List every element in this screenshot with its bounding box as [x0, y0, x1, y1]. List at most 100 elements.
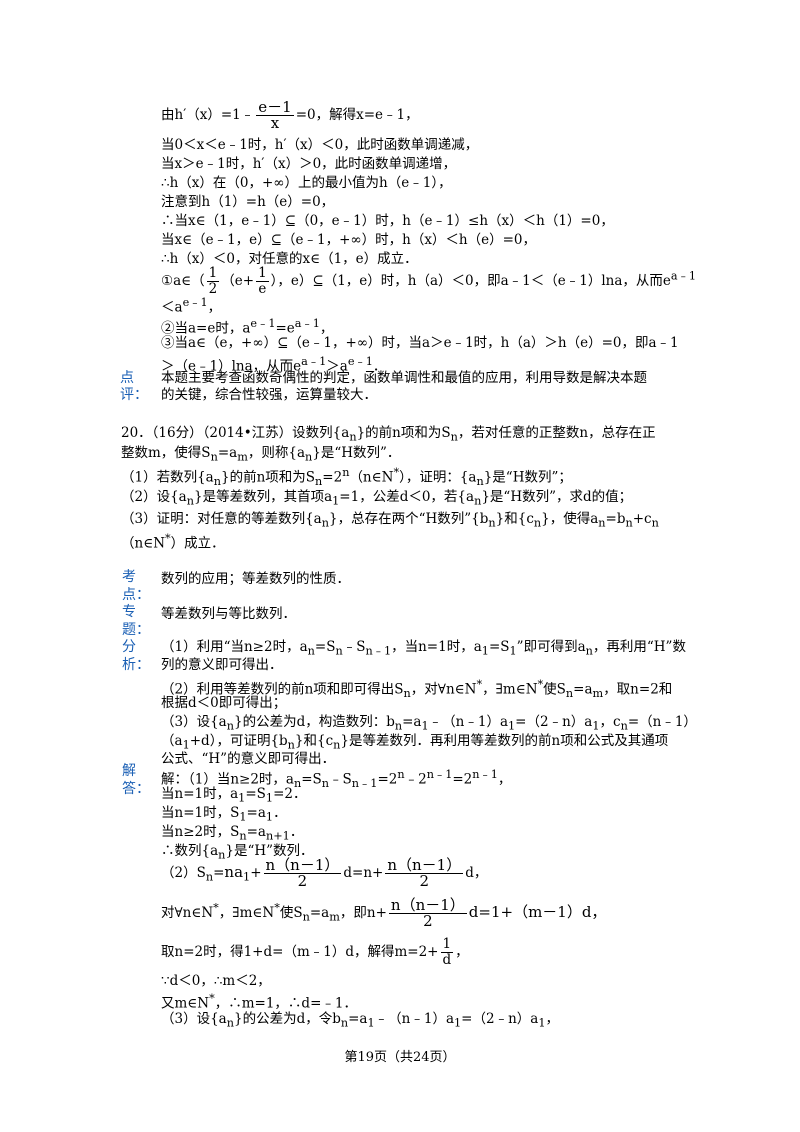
- text: ，若对任意的正整数n，总存在正: [457, 425, 656, 441]
- subscript: n: [340, 1016, 349, 1030]
- subscript: 1: [239, 810, 247, 824]
- text: （3）设{a: [161, 714, 227, 730]
- subscript: n: [403, 687, 411, 701]
- line-10: ＜ae﹣1，: [161, 294, 221, 317]
- text: ，取n=2和: [603, 681, 673, 698]
- kaodian-label-1: 考: [122, 569, 136, 585]
- numerator: 1: [256, 265, 269, 282]
- text: d=n+: [343, 865, 384, 881]
- line-2: 当0＜x＜e﹣1时，h′（x）＜0，此时函数单调递减，: [161, 137, 479, 153]
- superscript: *: [209, 992, 215, 1005]
- subscript: n: [213, 475, 221, 489]
- text: }是“H”数列．: [225, 843, 314, 859]
- subscript: 1: [538, 1016, 546, 1030]
- numerator: n（n－1）: [388, 896, 467, 914]
- numerator: 1: [206, 265, 220, 282]
- zhuanti-label-2: 题：: [122, 622, 150, 638]
- subscript: n: [335, 644, 343, 658]
- subscript: m: [592, 687, 604, 701]
- subscript: n: [651, 516, 659, 530]
- subscript: 1: [265, 791, 274, 805]
- text: d=1+（m－1）d，: [468, 903, 607, 921]
- subscript: n: [305, 450, 313, 464]
- fenxi-label-2: 析：: [122, 657, 150, 673]
- superscript: a﹣1: [670, 269, 697, 283]
- jieda-label-2: 答：: [122, 781, 150, 797]
- text: ﹣S: [342, 639, 366, 655]
- subscript: n: [205, 870, 214, 884]
- text: }的公差为d，令b: [233, 1011, 341, 1027]
- line-8: ∴h（x）＜0，对任意的x∈（1，e）成立．: [161, 251, 418, 267]
- text: ，: [545, 1011, 560, 1027]
- subscript: n: [186, 494, 194, 508]
- text: （n∈N: [349, 469, 394, 486]
- numerator: n（n－1）: [385, 856, 464, 874]
- subscript: n: [488, 516, 496, 530]
- zhuanti-text: 等差数列与等比数列．: [161, 606, 296, 622]
- subscript: n: [218, 848, 226, 862]
- text: }是等差数列．再利用等差数列的前n项和公式及其通项: [340, 733, 669, 749]
- subscript: n: [349, 430, 357, 444]
- fenxi-line-2: 列的意义即可得出．: [161, 657, 283, 673]
- text: +c: [632, 511, 652, 527]
- superscript: n: [342, 466, 350, 479]
- text: （1）若数列{a: [121, 469, 214, 486]
- q20-part-3: （3）证明：对任意的等差数列{an}，总存在两个“H数列”{bn}和{cn}，使…: [121, 510, 659, 533]
- text: d，: [465, 865, 488, 881]
- subscript: n: [315, 475, 323, 489]
- text: ，: [497, 771, 512, 788]
- text: }和{c: [495, 511, 534, 527]
- text: 取n=2时，得1+d=（m﹣1）d，解得m=2+: [161, 944, 439, 960]
- text: =e: [275, 320, 295, 337]
- text: 对∀n∈N: [161, 905, 214, 921]
- text: =2．: [273, 786, 307, 802]
- fenxi-line-3: （2）利用等差数列的前n项和即可得出Sn，对∀n∈N*，∃m∈N*使Sn=am，…: [161, 676, 672, 703]
- jieda-line-2: 当n=1时，a1=S1=2．: [161, 785, 306, 808]
- text: （3）证明：对任意的等差数列{a: [121, 511, 322, 527]
- superscript: a﹣1: [294, 317, 320, 330]
- page-footer: 第19页（共24页）: [344, 1050, 456, 1065]
- text: ﹣（n﹣1）a: [374, 1011, 454, 1027]
- subscript: n: [333, 738, 341, 752]
- subscript: n: [394, 719, 403, 733]
- jieda-line-11: （3）设{an}的公差为d，令bn=a1﹣（n﹣1）a1=（2﹣n）a1，: [161, 1010, 559, 1033]
- subscript: n: [474, 494, 482, 508]
- superscript: n: [397, 768, 405, 781]
- text: ，: [207, 299, 222, 316]
- subscript: n: [565, 687, 574, 701]
- text: （2）利用等差数列的前n项和即可得出S: [161, 681, 404, 698]
- subscript: n﹣1: [351, 777, 378, 791]
- fenxi-line-4: 根据d＜0即可得出；: [161, 695, 287, 711]
- text: （e+: [221, 273, 255, 289]
- text: （a: [161, 733, 183, 749]
- line-3: 当x＞e﹣1时，h′（x）＞0，此时函数单调递增，: [161, 156, 457, 172]
- superscript: n﹣1: [426, 768, 453, 781]
- subscript: 1: [182, 738, 190, 752]
- text: 整数m，使得S: [121, 445, 211, 461]
- numerator: 1: [440, 937, 454, 953]
- text: =2: [322, 469, 343, 486]
- text: }是“H数列”．: [312, 445, 401, 461]
- text: ，: [455, 944, 469, 960]
- text: }和{c: [294, 733, 334, 749]
- text: }是“H数列”；: [483, 469, 572, 486]
- text: }，总存在两个“H数列”{b: [328, 511, 489, 527]
- text: =S: [314, 639, 336, 655]
- superscript: e﹣1: [182, 296, 208, 309]
- text: ＜a: [161, 299, 183, 316]
- text: =2: [377, 771, 398, 788]
- subscript: 1: [367, 1016, 375, 1030]
- fenxi-line-5: （3）设{an}的公差为d，构造数列：bn=a1﹣（n﹣1）a1=（2﹣n）a1…: [161, 713, 697, 736]
- jieda-line-10: 又m∈N*，∴m=1，∴d=﹣1．: [161, 990, 357, 1013]
- text: ”即可得到a: [516, 639, 586, 655]
- text: 当n=1时，S: [161, 805, 240, 821]
- fraction: n（n－1）2: [388, 896, 467, 930]
- denominator: 2: [423, 912, 433, 930]
- comment-text-1: 本题主要考查函数奇偶性的判定，函数单调性和最值的应用，利用导数是解决本题: [161, 370, 647, 386]
- denominator: 2: [297, 872, 308, 890]
- superscript: *: [537, 678, 544, 691]
